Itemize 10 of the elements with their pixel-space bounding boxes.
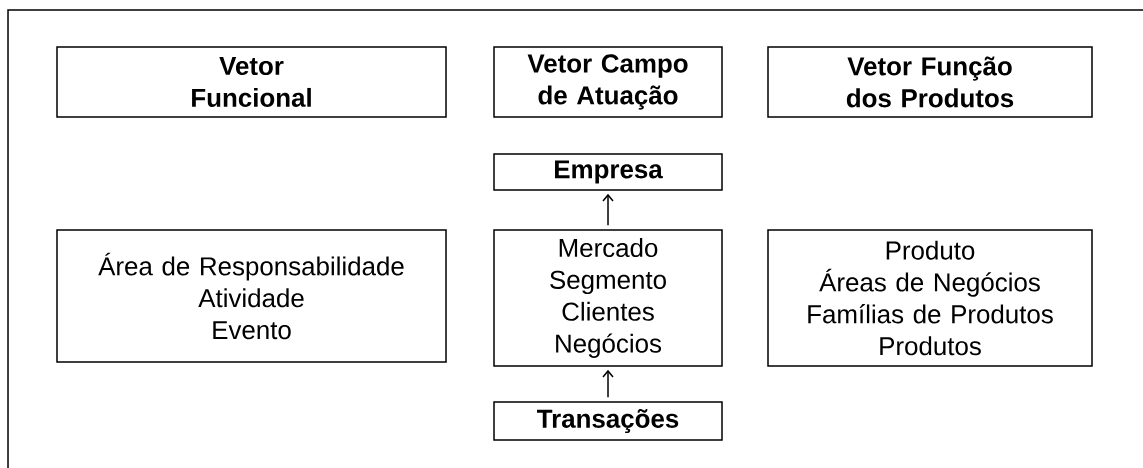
heading-box: Empresa	[493, 153, 723, 191]
arrow	[602, 369, 614, 398]
heading-box: Vetor Campo de Atuação	[493, 46, 723, 118]
list-box: Área de Responsabilidade Atividade Evento	[56, 229, 447, 363]
heading-box: Vetor Função dos Produtos	[767, 46, 1093, 118]
arrow	[602, 193, 614, 226]
list-box: Produto Áreas de Negócios Famílias de Produtos Produtos	[767, 229, 1093, 367]
heading-box: Vetor Funcional	[56, 46, 447, 118]
list-box: Mercado Segmento Clientes Negócios	[493, 229, 723, 367]
heading-box: Transações	[493, 401, 723, 441]
